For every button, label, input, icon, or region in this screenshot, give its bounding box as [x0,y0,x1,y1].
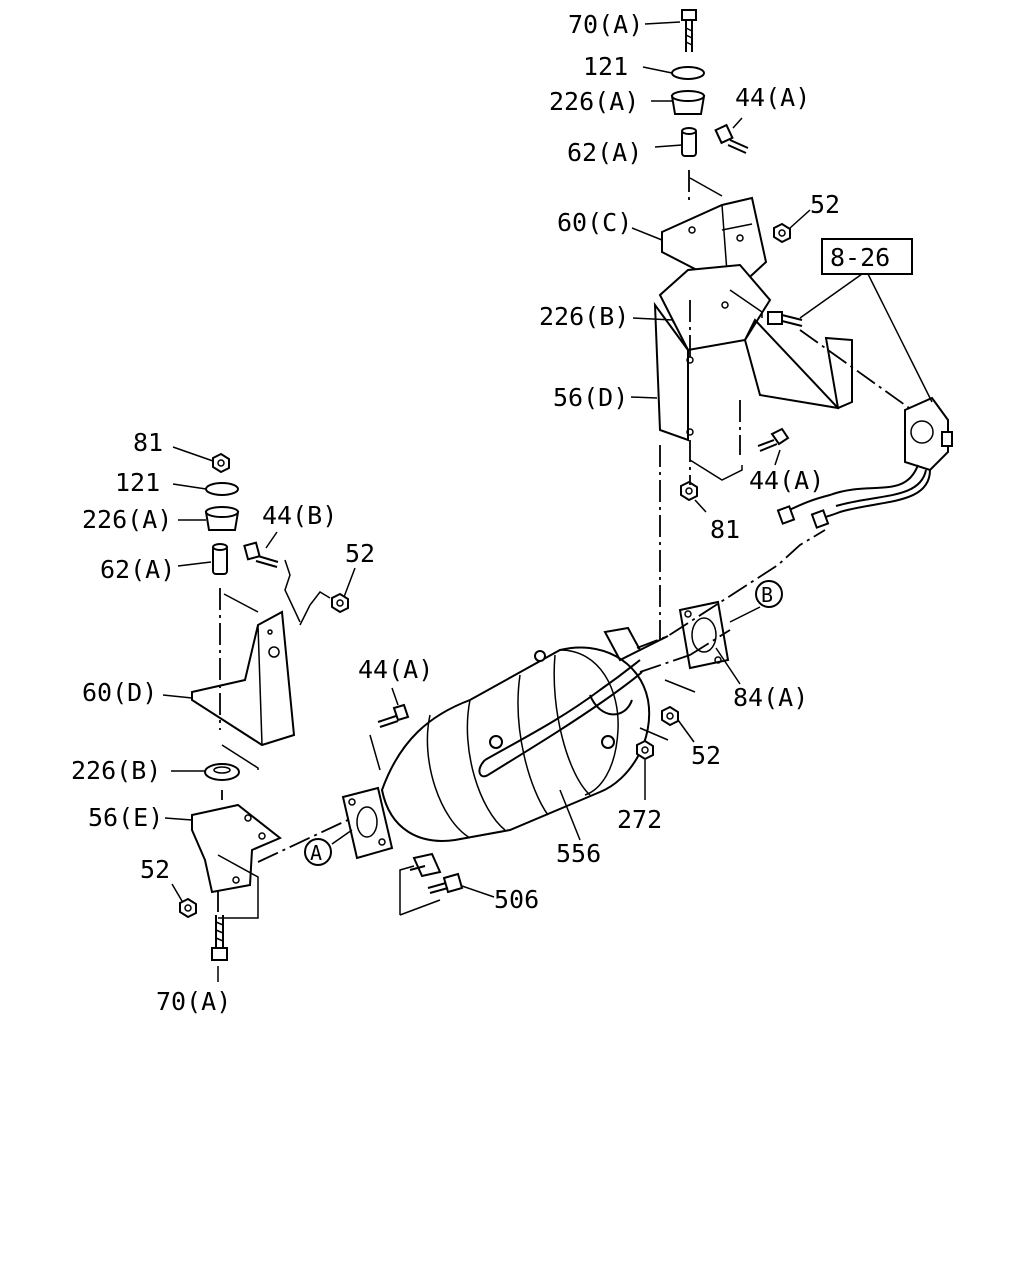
center-line-3 [636,445,826,649]
label-70a-top: 70(A) [568,10,643,39]
ref-b-circle [755,580,783,608]
label-ref-b: B [761,583,773,607]
label-52-bottom: 52 [140,855,170,884]
label-226a-left: 226(A) [82,505,172,534]
label-226b-top: 226(B) [539,302,629,331]
label-70a-bottom: 70(A) [156,987,231,1016]
bracket-60d [191,610,296,747]
bracket-lines [217,177,763,919]
label-81-left: 81 [133,428,163,457]
label-44b: 44(B) [262,501,337,530]
bracket-56e [191,803,282,894]
bolt-70a-bottom [211,915,228,961]
label-44a-mid: 44(A) [749,466,824,495]
label-ref-8-26: 8-26 [830,243,890,272]
label-272: 272 [617,805,662,834]
bolt-44a-lower [377,703,410,728]
washer-121-top [671,66,705,80]
label-60c: 60(C) [557,208,632,237]
bushing-226b-left [204,763,240,781]
dpf-assembly-556 [380,646,651,842]
label-506: 506 [494,885,539,914]
center-line-2 [217,588,223,915]
bolt-70a-top [681,9,697,52]
label-81-mid: 81 [710,515,740,544]
gasket-84a [678,600,730,670]
bolt-44a-top [714,123,749,154]
clamp-506 [409,852,464,894]
sensor-hoses [776,464,931,529]
label-121-left: 121 [115,468,160,497]
nut-52-left [331,592,349,614]
ref-box [821,238,913,275]
leader-lines [162,21,933,982]
label-56d: 56(D) [553,383,628,412]
label-52-right: 52 [691,741,721,770]
bolt-ref-8-26 [767,311,803,327]
nut-52-bottom [179,897,197,919]
center-line-1 [688,170,691,485]
label-556: 556 [556,839,601,868]
bracket-56d [653,263,853,442]
nut-81-left [212,452,230,474]
label-84a: 84(A) [733,683,808,712]
label-52-top: 52 [810,190,840,219]
nut-272 [636,739,654,761]
nut-52-right [661,705,679,727]
label-226a-top: 226(A) [549,87,639,116]
sensor-unit [904,396,953,472]
label-226b-left: 226(B) [71,756,161,785]
label-56e: 56(E) [88,803,163,832]
label-121-top: 121 [583,52,628,81]
bushing-226a-left [204,506,240,531]
bolt-44a-mid [757,427,790,452]
center-line-4 [257,329,913,863]
nut-52-top [773,222,791,244]
washer-121-left [205,482,239,496]
label-44a-top: 44(A) [735,83,810,112]
bushing-226a-top [670,90,706,115]
label-52-left: 52 [345,539,375,568]
label-ref-a: A [310,841,322,865]
inlet-flange [341,786,394,860]
nut-81-mid [680,480,698,502]
label-60d: 60(D) [82,678,157,707]
label-44a-lower: 44(A) [358,655,433,684]
label-62a-top: 62(A) [567,138,642,167]
collar-62a-left [212,543,228,575]
ref-a-circle [304,838,332,866]
label-62a-left: 62(A) [100,555,175,584]
bolt-44b [243,541,279,568]
collar-62a-top [681,127,697,157]
center-line-5 [639,629,731,673]
